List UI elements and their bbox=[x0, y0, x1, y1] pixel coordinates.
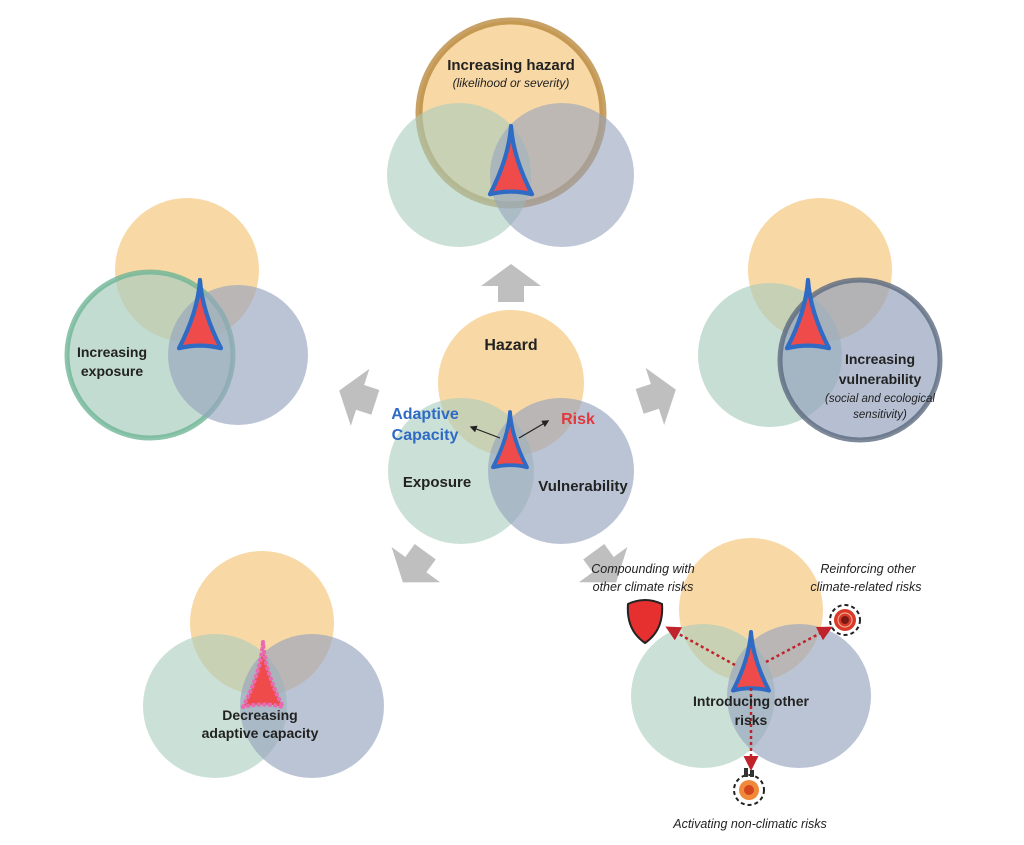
right-label-line2: vulnerability bbox=[839, 371, 922, 387]
bottom-right-label-line2: risks bbox=[735, 712, 768, 728]
vulnerability-circle bbox=[168, 285, 308, 425]
bottom-left-label-line1: Decreasing bbox=[222, 707, 297, 723]
risk-pointer-arrow bbox=[518, 420, 550, 439]
arrow-to-top bbox=[481, 264, 541, 302]
vulnerability-enlarged-ring bbox=[777, 277, 943, 443]
vulnerability-circle bbox=[727, 624, 871, 768]
center-adaptive-line1: Adaptive bbox=[391, 406, 459, 423]
exposure-circle bbox=[387, 103, 531, 247]
center-adaptive-line2: Capacity bbox=[392, 427, 459, 444]
venn-center: Hazard Adaptive Capacity Risk Exposure V… bbox=[388, 310, 634, 544]
venn-increasing-hazard: Increasing hazard (likelihood or severit… bbox=[387, 17, 634, 247]
compounding-line2: other climate risks bbox=[593, 580, 694, 594]
reinforcing-burst-icon bbox=[829, 604, 861, 636]
vulnerability-circle bbox=[240, 634, 384, 778]
top-title: Increasing hazard bbox=[447, 57, 575, 74]
adaptive-pointer-arrow bbox=[469, 425, 501, 439]
right-sub-line1: (social and ecological bbox=[825, 393, 935, 405]
right-label-line1: Increasing bbox=[845, 351, 915, 367]
left-label-line1: Increasing bbox=[77, 344, 147, 360]
compounding-line1: Compounding with bbox=[591, 562, 695, 576]
arrow-to-left bbox=[339, 368, 380, 426]
right-sub-line2: sensitivity) bbox=[853, 409, 907, 421]
arrow-to-compounding bbox=[665, 626, 736, 667]
arrow-to-bottom-left bbox=[391, 544, 441, 583]
arrow-to-reinforcing bbox=[765, 626, 833, 664]
center-vulnerability-label: Vulnerability bbox=[538, 478, 628, 495]
venn-decreasing-adaptive-capacity: Decreasing adaptive capacity bbox=[143, 551, 384, 778]
left-label-line2: exposure bbox=[81, 363, 143, 379]
arrow-to-right bbox=[635, 367, 676, 425]
vulnerability-circle bbox=[490, 103, 634, 247]
top-subtitle: (likelihood or severity) bbox=[453, 76, 570, 90]
center-exposure-label: Exposure bbox=[403, 474, 471, 491]
vulnerability-circle bbox=[780, 280, 940, 440]
center-hazard-label: Hazard bbox=[484, 337, 537, 354]
reinforcing-line2: climate-related risks bbox=[810, 580, 921, 594]
compounding-shield-icon bbox=[626, 599, 664, 645]
exposure-circle bbox=[388, 398, 534, 544]
activating-label: Activating non-climatic risks bbox=[672, 817, 827, 831]
bottom-left-label-line2: adaptive capacity bbox=[202, 725, 319, 741]
venn-introducing-other-risks: Introducing other risks Compounding with… bbox=[591, 538, 922, 831]
center-risk-label: Risk bbox=[561, 411, 595, 428]
venn-increasing-vulnerability: Increasing vulnerability (social and eco… bbox=[698, 198, 943, 443]
venn-increasing-exposure: Increasing exposure bbox=[64, 198, 308, 441]
activating-burst-icon bbox=[733, 768, 765, 806]
reinforcing-line1: Reinforcing other bbox=[820, 562, 916, 576]
arrow-to-bottom-right bbox=[578, 544, 628, 583]
bottom-right-label-line1: Introducing other bbox=[693, 693, 809, 709]
